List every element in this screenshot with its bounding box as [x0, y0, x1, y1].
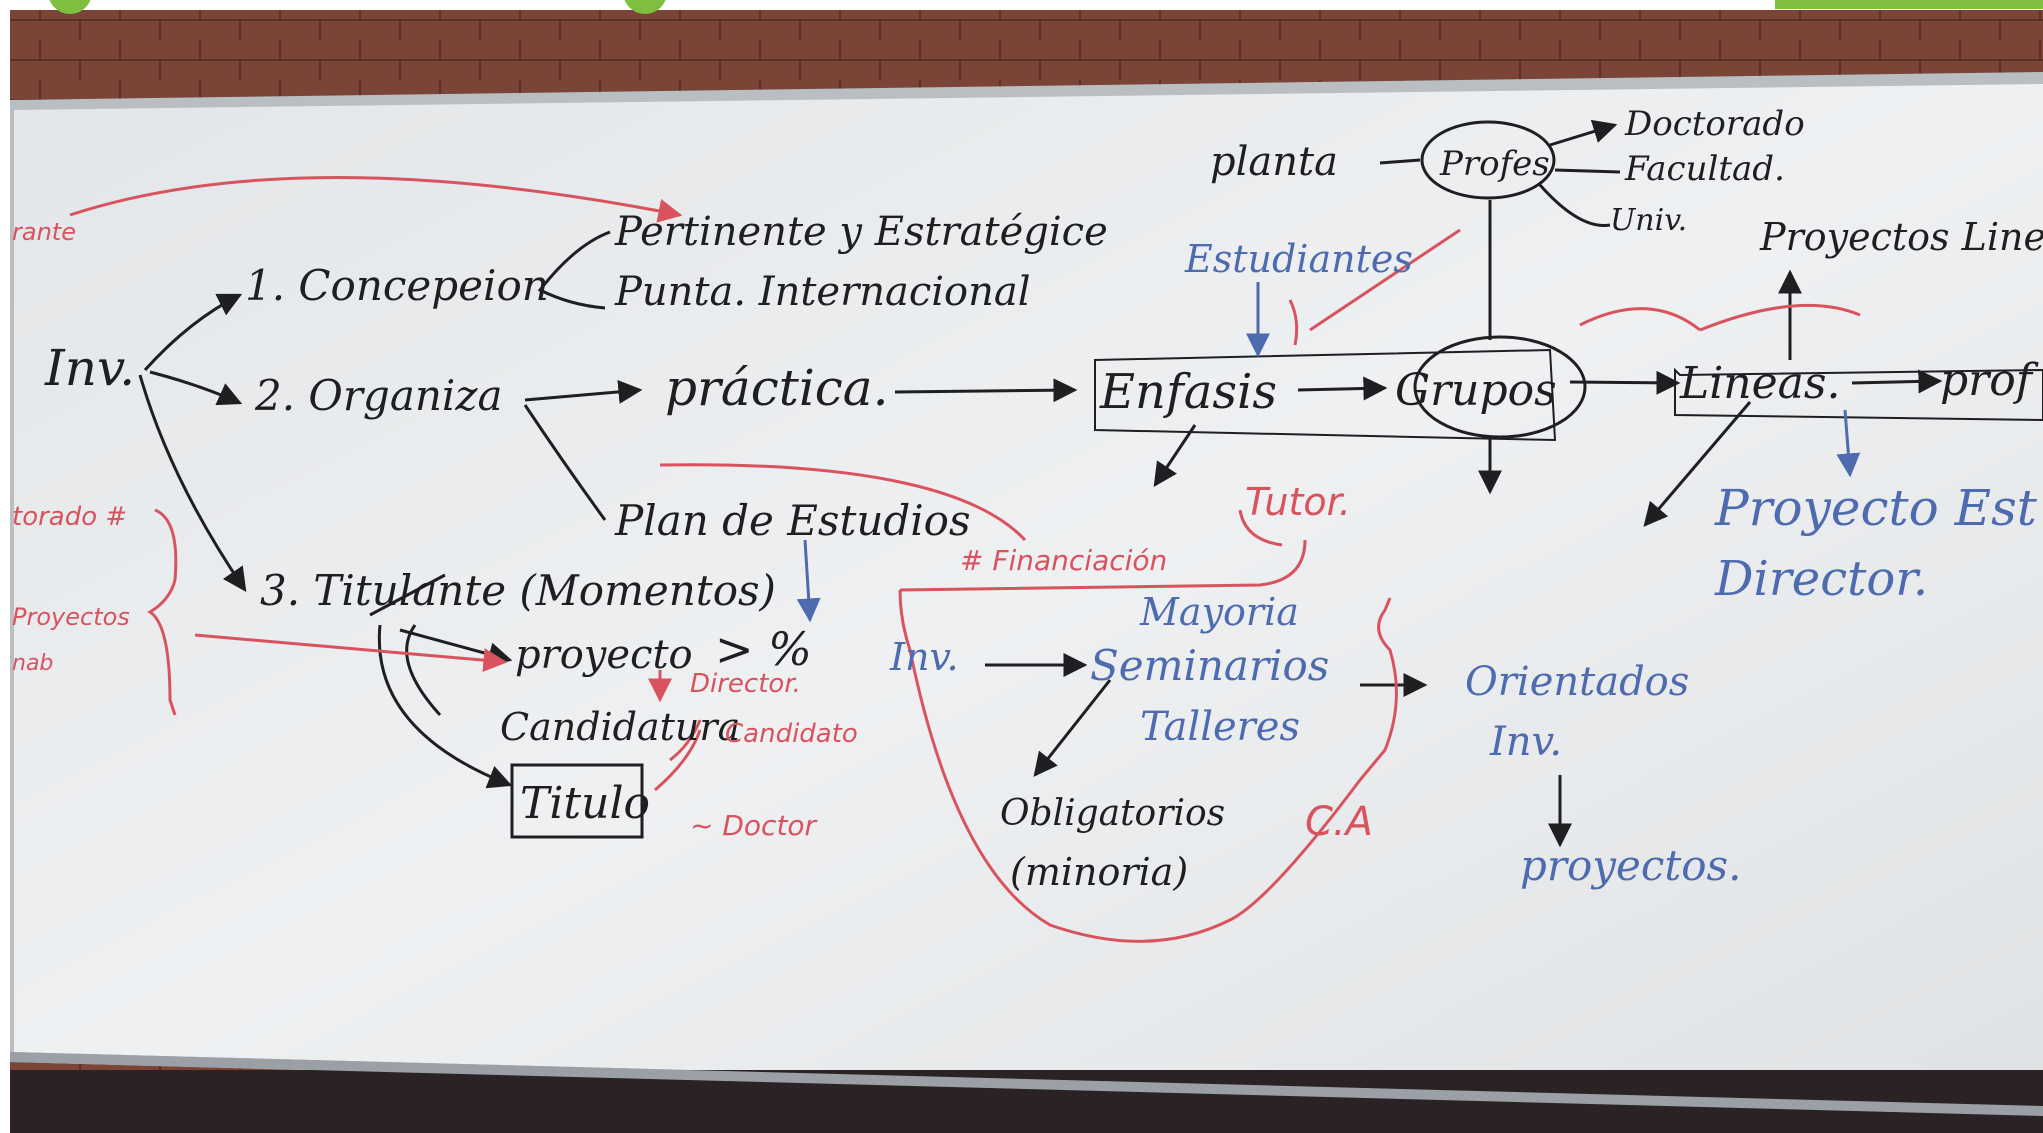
plan-estudios-label: Plan de Estudios [614, 496, 971, 545]
proyecto-est-label: Proyecto Est [1714, 479, 2038, 537]
candidato-label: Candidato [725, 719, 858, 749]
director-red-label: Director. [690, 669, 801, 699]
percent-label: > % [715, 622, 812, 676]
green-mark-mid [624, 0, 666, 14]
proyecto-label: proyecto [515, 632, 693, 678]
doctorado-label: Doctorado [1624, 104, 1805, 144]
minoria-label: (minoria) [1010, 850, 1188, 894]
grupos-label: Grupos [1395, 365, 1557, 416]
obligatorios-label: Obligatorios [1000, 793, 1225, 834]
orientados-label: Orientados [1465, 659, 1689, 705]
concepcion-label: 1. Concepeion [245, 261, 549, 310]
inv-label: Inv. [44, 339, 135, 397]
inv-orientados-label: Inv. [1489, 719, 1562, 765]
mayoria-label: Mayoria [1139, 590, 1299, 634]
univ-label: Univ. [1610, 203, 1687, 238]
red-connectors [69, 176, 1861, 943]
tutor-label: Tutor. [1245, 480, 1351, 524]
candidatura-label: Candidatura [500, 705, 740, 749]
ca-label: C.A [1305, 799, 1373, 845]
green-mark-left [49, 0, 91, 14]
blue-connectors [796, 282, 1861, 623]
talleres-label: Talleres [1140, 704, 1300, 750]
enfasis-label: Enfasis [1099, 364, 1277, 420]
left-white-strip [0, 0, 10, 1133]
planta-label: planta [1210, 139, 1338, 185]
accent-green-bar [1775, 0, 2043, 9]
torado-label: torado # [12, 502, 127, 532]
pertinente-label: Pertinente y Estratégice [614, 209, 1108, 255]
lineas-label: Lineas. [1679, 358, 1840, 409]
nab-label: nab [12, 651, 53, 676]
top-white-strip [0, 0, 2043, 10]
inv-blue-label: Inv. [889, 635, 959, 679]
practica-label: práctica. [665, 359, 889, 417]
financiacion-label: # Financiación [960, 544, 1167, 577]
facultad-label: Facultad. [1624, 149, 1785, 189]
seminarios-label: Seminarios [1090, 641, 1329, 690]
director-blue-label: Director. [1714, 551, 1928, 607]
titulo-label: Titulo [520, 778, 650, 829]
punta-internacional-label: Punta. Internacional [614, 269, 1031, 315]
prof-label: prof [1940, 355, 2039, 406]
proyectos-linea-label: Proyectos Linea [1759, 215, 2043, 259]
proyectos-blue-label: proyectos. [1520, 841, 1741, 890]
profes-label: Profes [1439, 144, 1550, 184]
momentos-label: 3. Titulante (Momentos) [260, 566, 776, 615]
estudiantes-label: Estudiantes [1184, 237, 1413, 281]
organiza-label: 2. Organiza [254, 371, 503, 420]
strikethrough [369, 573, 446, 617]
proyectos-left-label: Proyectos [12, 603, 130, 631]
whiteboard-surface [14, 84, 2043, 1106]
rante-label: rante [12, 218, 76, 246]
doctor-label: ~ Doctor [690, 809, 818, 842]
marker-tray [10, 1052, 2043, 1116]
